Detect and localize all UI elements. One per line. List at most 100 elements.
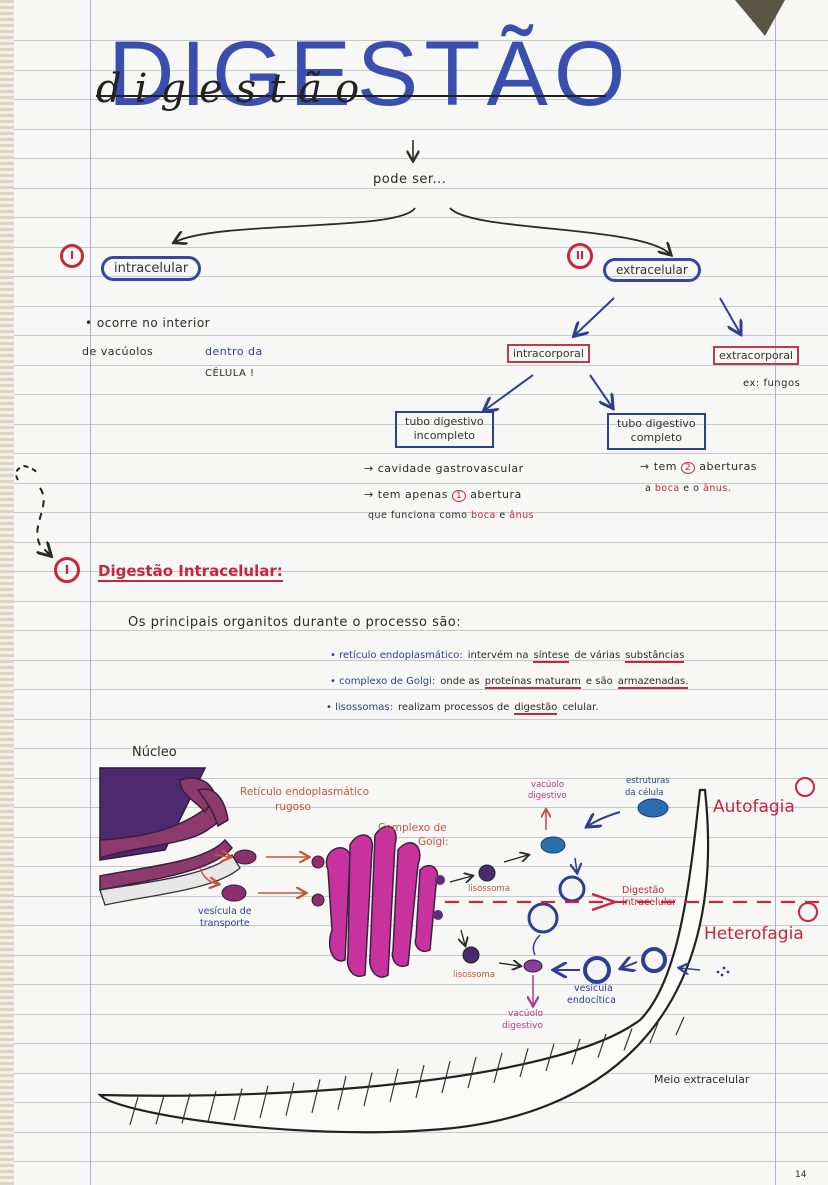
label-lysosome-bottom: lisossoma <box>453 970 495 980</box>
label-autophagy: Autofagia <box>713 797 795 817</box>
bullet-underlined: digestão <box>514 702 558 715</box>
bullet-text-b: de várias <box>574 650 621 661</box>
arrow-to-intracellular <box>175 207 416 242</box>
complete-note-1a: → tem <box>640 460 678 473</box>
bullet-term: • complexo de Golgi: <box>330 676 436 687</box>
ruled-line <box>14 689 828 690</box>
label-heterophagy: Heterofagia <box>704 924 804 944</box>
hatch-line <box>519 1048 529 1078</box>
ruled-line <box>14 778 828 779</box>
complete-note-1b: aberturas <box>699 460 758 473</box>
incomplete-boca: boca <box>470 510 496 521</box>
ruled-line <box>14 188 828 189</box>
intro-text: pode ser... <box>373 172 447 187</box>
hatch-line <box>623 1028 633 1051</box>
label-transport-2: transporte <box>200 918 250 929</box>
hatch-line <box>259 1085 269 1119</box>
ruled-line <box>14 424 828 425</box>
intracellular-note-2b: dentro da <box>205 345 263 358</box>
bullet-underlined: síntese <box>533 650 570 663</box>
ruled-line <box>14 807 828 808</box>
bullet-term: • retículo endoplasmático: <box>330 650 463 661</box>
lysosome-bottom <box>462 946 480 964</box>
bullet-underlined: proteínas maturam <box>484 676 581 689</box>
ruled-line <box>14 512 828 513</box>
incomplete-note-3a: que funciona como <box>368 510 468 521</box>
intracellular-note-2a: de vacúolos <box>82 345 154 358</box>
rough-er-shape <box>99 777 233 891</box>
ruled-line <box>14 1073 828 1074</box>
hatch-line <box>233 1088 243 1121</box>
ruled-line <box>14 276 828 277</box>
ruled-line <box>14 99 828 100</box>
ruled-line <box>14 335 828 336</box>
bullet-underlined2: substâncias <box>625 650 685 663</box>
hatch-line <box>285 1082 295 1116</box>
hatch-line <box>311 1079 321 1113</box>
hatch-line <box>545 1043 555 1072</box>
incomplete-note-1: → cavidade gastrovascular <box>364 462 524 475</box>
extracellular-particles <box>716 966 730 977</box>
extracellular-node: extracelular <box>603 258 701 282</box>
complete-label-1: tubo digestivo <box>617 417 696 430</box>
complete-label-2: completo <box>630 431 682 445</box>
branch-1-number: I <box>60 244 84 268</box>
label-endocytic-1: vesícula <box>574 983 613 994</box>
vesicle-heterophagy <box>527 902 559 934</box>
ruled-line <box>14 394 828 395</box>
intracellular-node: intracelular <box>101 256 202 281</box>
intracellular-note-1: • ocorre no interior <box>85 316 211 330</box>
hatch-line <box>155 1095 165 1125</box>
extracorporal-node: extracorporal <box>713 346 799 365</box>
notebook-binding <box>0 0 14 1185</box>
hatch-line <box>597 1033 607 1058</box>
label-intracellular-digestion-2: intracelular <box>622 897 677 908</box>
ruled-line <box>14 40 828 41</box>
complete-anus: ânus. <box>703 483 732 494</box>
label-transport-1: vesícula de <box>198 906 252 917</box>
bullet-term: • lisossomas: <box>326 702 393 713</box>
incomplete-label-1: tubo digestivo <box>405 415 484 428</box>
ruled-line <box>14 1161 828 1162</box>
asterisk-icon-heterophagy <box>798 902 818 922</box>
section-1-heading: Digestão Intracelular: <box>98 562 283 582</box>
hatch-line <box>389 1068 399 1103</box>
bullet-text-a: intervém na <box>467 650 529 661</box>
title-underline-stroke <box>96 95 606 97</box>
incomplete-tube-node: tubo digestivo incompleto <box>395 411 494 448</box>
hatch-line <box>441 1060 451 1094</box>
page-number: 14 <box>795 1170 807 1180</box>
label-endocytic-2: endocítica <box>567 995 616 1006</box>
label-lysosome-top: lisossoma <box>468 884 510 894</box>
digestive-vacuole-top <box>540 836 566 854</box>
golgi-complex-shape <box>325 825 439 978</box>
page-title-script: digestão <box>96 66 373 112</box>
lysosome-top <box>478 864 496 882</box>
ruled-line <box>14 70 828 71</box>
hatch-line <box>571 1038 581 1065</box>
ruled-line <box>14 955 828 956</box>
section-1-intro: Os principais organitos durante o proces… <box>128 615 462 630</box>
ruled-line <box>14 837 828 838</box>
dashed-connector-arrow <box>37 487 50 555</box>
margin-line-right <box>775 0 776 1185</box>
label-extracellular-medium: Meio extracelular <box>654 1073 750 1086</box>
membrane-hatching <box>129 1016 685 1126</box>
hatch-line <box>649 1022 659 1044</box>
bullet-text-a: onde as <box>440 676 480 687</box>
complete-boca: boca <box>654 483 680 494</box>
incomplete-openings-count: 1 <box>451 490 467 502</box>
asterisk-icon-autophagy <box>795 777 815 797</box>
organelle-bullet: • complexo de Golgi: onde as proteínas mat… <box>330 676 693 689</box>
incomplete-e: e <box>499 510 506 521</box>
label-structures-2: da célula <box>625 788 664 798</box>
ruled-line <box>14 306 828 307</box>
margin-line-left <box>90 0 91 1185</box>
ruled-line <box>14 247 828 248</box>
hatch-line <box>415 1064 425 1098</box>
ruled-line <box>14 630 828 631</box>
complete-tube-node: tubo digestivo completo <box>607 413 706 450</box>
label-intracellular-digestion-1: Digestão <box>622 885 665 896</box>
